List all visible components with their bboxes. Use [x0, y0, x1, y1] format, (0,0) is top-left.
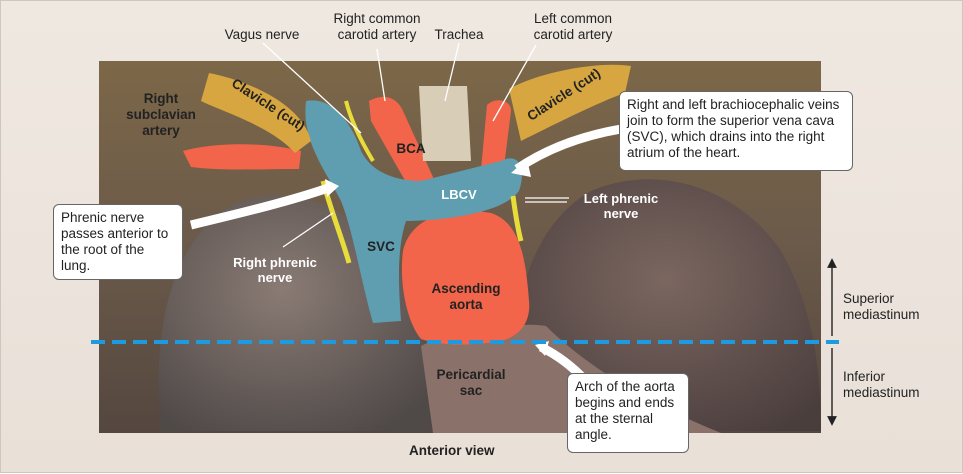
label-ascending-aorta: Ascending aorta	[431, 281, 501, 312]
label-left-common-carotid-artery: Left common carotid artery	[533, 11, 613, 42]
left-phrenic-nerve-shape	[510, 195, 524, 242]
label-bca: BCA	[396, 141, 426, 156]
vagus-nerve-shape	[344, 100, 375, 163]
ascending-aorta-shape	[401, 210, 530, 345]
label-svc: SVC	[367, 239, 395, 254]
right-subclavian-shape	[183, 144, 301, 170]
label-trachea: Trachea	[434, 27, 484, 42]
label-right-phrenic-nerve: Right phrenic nerve	[233, 255, 317, 285]
label-superior-mediastinum: Superior mediastinum	[843, 291, 920, 322]
bca-shape	[369, 96, 434, 194]
label-vagus-nerve: Vagus nerve	[224, 27, 300, 42]
figure-caption: Anterior view	[409, 443, 495, 458]
callout-phrenic: Phrenic nerve passes anterior to the roo…	[53, 204, 183, 280]
clavicle-right-shape	[201, 73, 311, 153]
trachea-shape	[419, 86, 471, 161]
label-right-subclavian-artery: Right subclavian artery	[126, 91, 196, 138]
callout-arch: Arch of the aorta begins and ends at the…	[567, 373, 689, 453]
label-left-phrenic-nerve: Left phrenic nerve	[583, 191, 659, 221]
callout-brachiocephalic: Right and left brachiocephalic veins joi…	[619, 91, 853, 171]
label-right-common-carotid-artery: Right common carotid artery	[333, 11, 421, 42]
clavicle-left-shape	[509, 64, 631, 141]
brachiocephalic-svc-shape	[305, 100, 522, 324]
label-pericardial-sac: Pericardial sac	[436, 367, 506, 398]
label-lbcv: LBCV	[441, 187, 477, 202]
label-inferior-mediastinum: Inferior mediastinum	[843, 369, 920, 400]
